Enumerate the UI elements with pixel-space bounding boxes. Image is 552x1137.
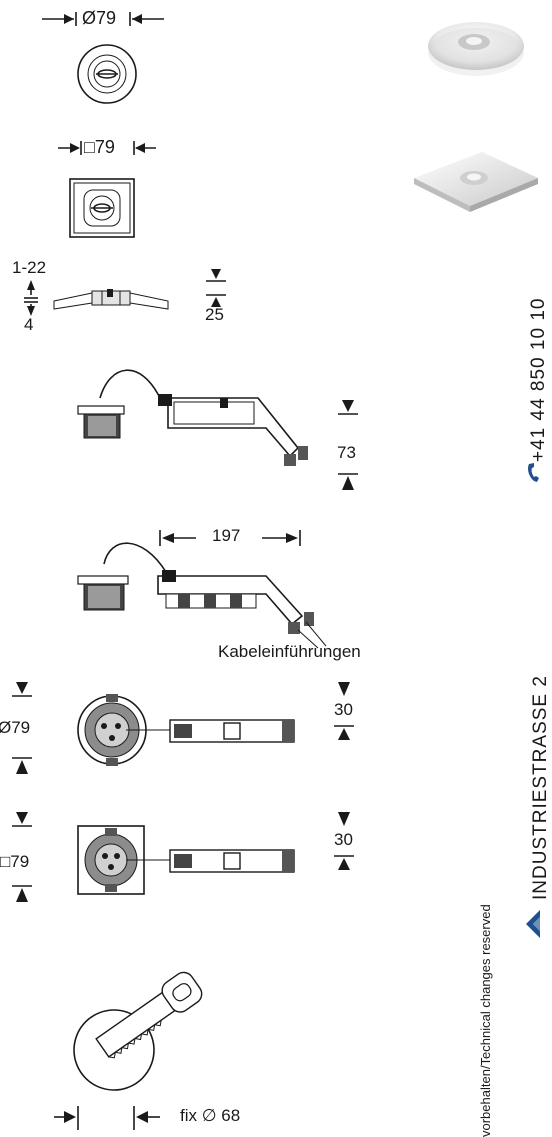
product-photo-square: [414, 152, 538, 212]
dim-thickness-min: 4: [24, 315, 34, 334]
company-logo-icon: [526, 910, 540, 938]
phone-icon: [528, 463, 539, 482]
dim-arrows-height-side: [338, 400, 358, 490]
dim-arrows-round-top: [42, 12, 164, 26]
fixture-side-view-2: [77, 542, 327, 649]
dim-arrows-round-body: [12, 682, 32, 774]
square-fixture-top-view: [69, 178, 135, 238]
round-fixture-with-driver: [77, 694, 295, 766]
thin-profile-side-view: [53, 289, 169, 310]
dim-height-flat: 25: [205, 305, 224, 324]
dim-cutout: fix ∅ 68: [180, 1106, 241, 1125]
dim-arrows-round-body-width: [334, 682, 354, 740]
product-photo-round: [428, 22, 524, 76]
dim-thickness-range: 1-22: [12, 258, 47, 277]
dim-arrows-square-body-width: [334, 812, 354, 870]
company-address: INDUSTRIESTRASSE 2: [530, 675, 551, 900]
dim-square-top: □79: [84, 137, 115, 157]
fixture-side-view-1: [77, 369, 308, 466]
dim-length: 197: [212, 526, 241, 545]
dim-square-body-width: 30: [334, 830, 353, 849]
dim-arrows-length: [159, 530, 301, 546]
cutout-saw-diagram: [73, 971, 203, 1091]
dim-arrows-square-body: [12, 812, 32, 902]
dim-height-side: 73: [337, 443, 356, 462]
dim-round-body-width: 30: [334, 700, 353, 719]
disclaimer-text: vorbehalten/Technical changes reserved: [478, 904, 493, 1137]
dim-arrows-square-top: [58, 141, 156, 155]
dim-arrows-cutout: [54, 1106, 160, 1130]
contact-phone: +41 44 850 10 10: [528, 297, 549, 462]
dim-round-top: Ø79: [82, 8, 117, 28]
square-fixture-with-driver: [77, 825, 295, 895]
cable-entries-label: Kabeleinführungen: [218, 642, 361, 661]
round-fixture-top-view: [77, 44, 137, 104]
dim-arrows-thickness: [24, 280, 38, 316]
dim-arrows-height-flat: [206, 269, 226, 307]
dim-square-body-size: □79: [0, 852, 30, 871]
dim-round-body-dia: Ø79: [0, 718, 31, 737]
